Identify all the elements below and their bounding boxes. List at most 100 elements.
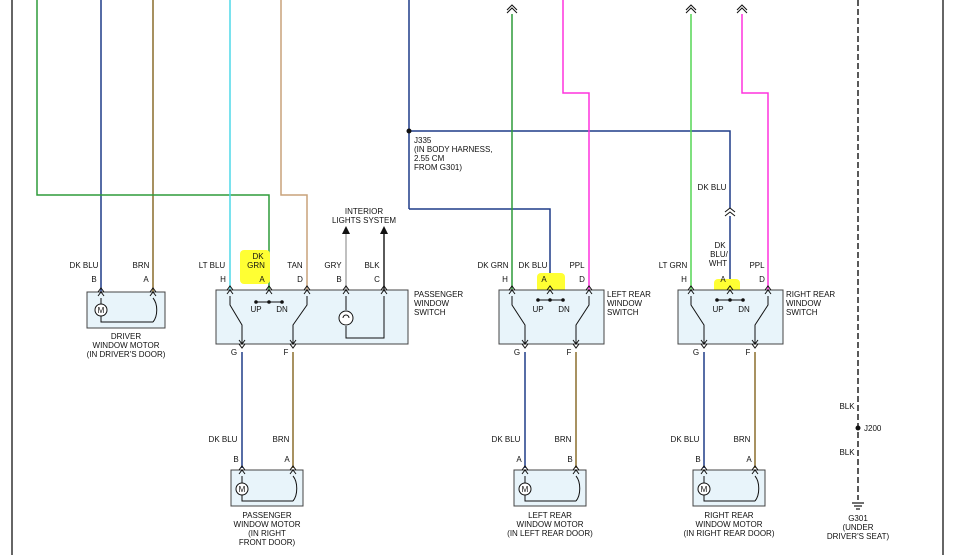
passenger-up-label: UP [250, 305, 261, 314]
wire-label-rr-dk: DK [714, 241, 726, 250]
wire-label-lrm-a: DK BLU [492, 435, 521, 444]
driver-motor-name-3: (IN DRIVER'S DOOR) [87, 350, 166, 359]
passenger-switch-name-3: SWITCH [414, 308, 446, 317]
interior-lights-label-2: LIGHTS SYSTEM [332, 216, 396, 225]
rrm-name-3: (IN RIGHT REAR DOOR) [684, 529, 775, 538]
pin-pm-b: B [233, 455, 238, 464]
wire-label-dk: DK [252, 252, 264, 261]
rr-switch-name-2: WINDOW [786, 299, 822, 308]
splice-j335-desc-2: 2.55 CM [414, 154, 445, 163]
pin-rrm-a: A [746, 455, 752, 464]
rrm-name-2: WINDOW MOTOR [696, 520, 763, 529]
wire-label-pm-b: DK BLU [209, 435, 238, 444]
right-rear-window-motor [692, 465, 766, 507]
rrm-name-1: RIGHT REAR [704, 511, 753, 520]
pin-passenger-f: F [284, 348, 289, 357]
splice-j335-desc-3: FROM G301) [414, 163, 462, 172]
left-rear-window-motor [513, 465, 587, 507]
pm-name-4: FRONT DOOR) [239, 538, 296, 547]
lr-switch-name-2: WINDOW [607, 299, 643, 308]
pin-passenger-a: A [259, 275, 265, 284]
pm-name-2: WINDOW MOTOR [234, 520, 301, 529]
wire-label-rr-lt-grn: LT GRN [659, 261, 688, 270]
passenger-switch-name-2: WINDOW [414, 299, 450, 308]
lr-switch-name-3: SWITCH [607, 308, 639, 317]
passenger-dn-label: DN [276, 305, 288, 314]
pin-rr-d: D [759, 275, 765, 284]
driver-motor-name-2: WINDOW MOTOR [93, 341, 160, 350]
splice-j335-label: J335 [414, 136, 432, 145]
wire-dk-blu-left-rear [409, 208, 551, 290]
wire-label-lt-blu: LT BLU [199, 261, 226, 270]
wire-dk-blu-right-rear [409, 130, 731, 208]
pin-rrm-b: B [695, 455, 700, 464]
left-rear-window-switch [498, 285, 605, 349]
lrm-name-2: WINDOW MOTOR [517, 520, 584, 529]
lr-dn-label: DN [558, 305, 570, 314]
rr-switch-name-3: SWITCH [786, 308, 818, 317]
pin-driver-b: B [91, 275, 96, 284]
highlight-passenger-dk-grn [240, 250, 270, 284]
wire-label-driver-a: BRN [133, 261, 150, 270]
pin-passenger-c: C [374, 275, 380, 284]
wire-label-driver-b: DK BLU [70, 261, 99, 270]
passenger-window-motor [230, 465, 304, 507]
passenger-switch-name-1: PASSENGER [414, 290, 463, 299]
pin-lr-d: D [579, 275, 585, 284]
motor-symbol-driver: M [98, 306, 105, 315]
wire-label-lr-ppl: PPL [569, 261, 585, 270]
pin-rr-g: G [693, 348, 699, 357]
splice-j200-dot [855, 425, 861, 431]
rr-switch-name-1: RIGHT REAR [786, 290, 835, 299]
lrm-name-1: LEFT REAR [528, 511, 572, 520]
pin-passenger-b: B [336, 275, 341, 284]
pin-lr-g: G [514, 348, 520, 357]
pin-rr-h: H [681, 275, 687, 284]
wire-label-rr-blu: BLU/ [710, 250, 729, 259]
wire-label-pm-a: BRN [273, 435, 290, 444]
motor-symbol-passenger: M [239, 485, 246, 494]
interior-lights-arrow-gry [342, 226, 350, 234]
pin-lrm-a: A [516, 455, 522, 464]
wire-dk-grn-passenger [36, 0, 270, 290]
passenger-window-switch [215, 285, 409, 349]
wire-label-rrm-a: BRN [734, 435, 751, 444]
wire-ppl-left-rear [562, 0, 590, 290]
wire-label-lr-dk-blu: DK BLU [519, 261, 548, 270]
ground-name-1: G301 [848, 514, 868, 523]
wire-label-gry: GRY [324, 261, 342, 270]
inline-connectors [506, 4, 748, 217]
wire-label-grn: GRN [247, 261, 265, 270]
pin-passenger-d: D [297, 275, 303, 284]
pin-lrm-b: B [567, 455, 572, 464]
splice-j335-dot [406, 128, 412, 134]
pin-lr-f: F [567, 348, 572, 357]
driver-motor-name-1: DRIVER [111, 332, 141, 341]
ground-name-2: (UNDER [842, 523, 873, 532]
wire-label-ground-blk-2: BLK [839, 448, 855, 457]
wire-ppl-right-rear [741, 14, 769, 290]
wire-label-ground-blk-1: BLK [839, 402, 855, 411]
driver-window-motor [86, 287, 166, 329]
wire-label-rrm-b: DK BLU [671, 435, 700, 444]
splice-j335-desc-1: (IN BODY HARNESS, [414, 145, 493, 154]
wire-label-rr-ppl: PPL [749, 261, 765, 270]
interior-lights-arrow-blk [380, 226, 388, 234]
wire-label-tan: TAN [287, 261, 303, 270]
pm-name-1: PASSENGER [242, 511, 291, 520]
pin-passenger-g: G [231, 348, 237, 357]
pin-rr-f: F [746, 348, 751, 357]
ground-name-3: DRIVER'S SEAT) [827, 532, 890, 541]
wire-label-rr-dk-blu-top: DK BLU [698, 183, 727, 192]
pin-lr-h: H [502, 275, 508, 284]
pin-driver-a: A [143, 275, 149, 284]
lrm-name-3: (IN LEFT REAR DOOR) [507, 529, 593, 538]
lr-switch-name-1: LEFT REAR [607, 290, 651, 299]
lr-up-label: UP [532, 305, 543, 314]
motor-symbol-right-rear: M [701, 485, 708, 494]
wire-label-blk: BLK [364, 261, 380, 270]
pin-passenger-h: H [220, 275, 226, 284]
rr-up-label: UP [712, 305, 723, 314]
motor-symbol-left-rear: M [522, 485, 529, 494]
